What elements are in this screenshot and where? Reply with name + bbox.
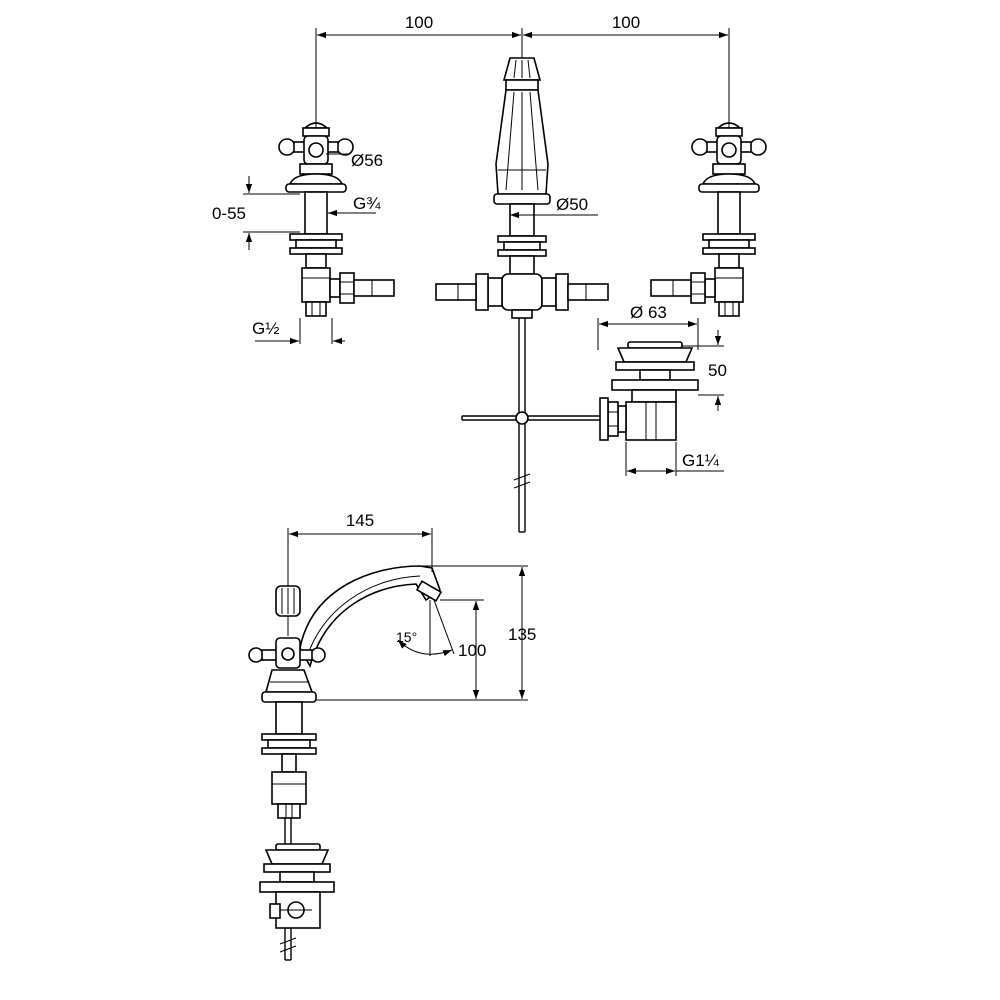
handle-diameter-label: Ø56 bbox=[351, 151, 383, 170]
waste-dimensions: Ø 63 50 G1¼ bbox=[597, 303, 727, 476]
outlet-height-label: 100 bbox=[458, 641, 486, 660]
waste-diameter-label: Ø 63 bbox=[630, 303, 667, 322]
right-valve-front bbox=[650, 118, 767, 317]
overall-height-label: 135 bbox=[508, 625, 536, 644]
spout-angle-label: 15° bbox=[396, 629, 417, 645]
side-view-dimensions: 145 135 100 15° bbox=[287, 511, 536, 701]
adjust-range-label: 0-55 bbox=[212, 204, 246, 223]
mixer-side-view bbox=[248, 565, 443, 961]
left-valve-dimensions: Ø56 0-55 G¾ G½ bbox=[212, 151, 383, 345]
waste-height-label: 50 bbox=[708, 361, 727, 380]
spout-reach-label: 145 bbox=[346, 511, 374, 530]
spout-diameter-label: Ø50 bbox=[556, 195, 588, 214]
thread-g12-label: G½ bbox=[252, 319, 279, 338]
left-spacing-label: 100 bbox=[405, 13, 433, 32]
left-valve-front bbox=[278, 118, 395, 317]
right-spacing-label: 100 bbox=[612, 13, 640, 32]
thread-g34-label: G¾ bbox=[353, 194, 381, 213]
spout-dimensions: Ø50 bbox=[510, 195, 598, 219]
waste-assembly bbox=[599, 341, 699, 441]
spout-front bbox=[435, 57, 609, 533]
thread-g114-label: G1¼ bbox=[682, 451, 720, 470]
top-spacing-dimension: 100 100 bbox=[315, 13, 730, 128]
